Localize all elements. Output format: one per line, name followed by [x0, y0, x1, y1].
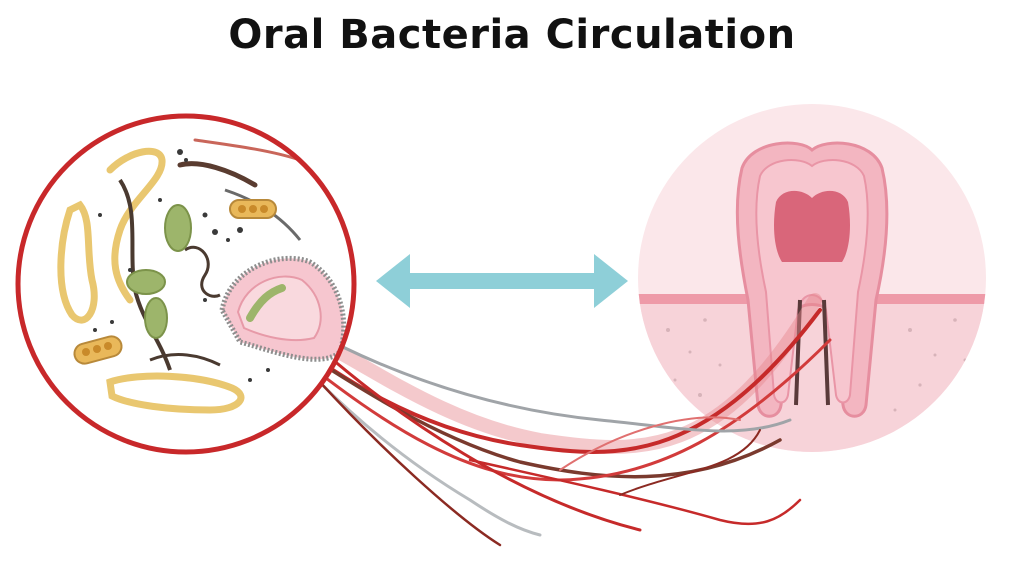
bacterium-green-rod	[246, 284, 286, 322]
double-arrow-icon	[376, 254, 628, 308]
bacterium-chain-bottom	[73, 335, 123, 365]
tooth-pulp	[774, 190, 850, 262]
bacteria-panel	[15, 113, 357, 455]
bacterium-green-oval	[164, 204, 192, 252]
bacterium-yellow-loop-bottom	[106, 372, 245, 414]
magnifier-ring	[15, 113, 357, 455]
bacterium-chain-top	[229, 199, 277, 219]
bacterium-green-oval	[126, 269, 166, 295]
gum-tissue	[638, 302, 986, 452]
bacterium-yellow-loop-top	[106, 147, 166, 304]
bacterium-filament-curl	[184, 246, 221, 298]
blood-vessels	[255, 293, 832, 547]
gum-speckles	[666, 318, 967, 412]
bacterium-yellow-loop-left	[57, 200, 98, 324]
bacterium-filament-brown	[177, 161, 258, 188]
root-canal	[794, 299, 830, 406]
bacterium-filament-red	[193, 138, 302, 162]
bacterium-filament-dark-2	[149, 353, 221, 367]
bacterium-green-oval	[144, 297, 168, 339]
gum-tissue-inner	[236, 275, 322, 342]
debris-specks	[93, 149, 270, 382]
page-title: Oral Bacteria Circulation	[228, 12, 796, 58]
